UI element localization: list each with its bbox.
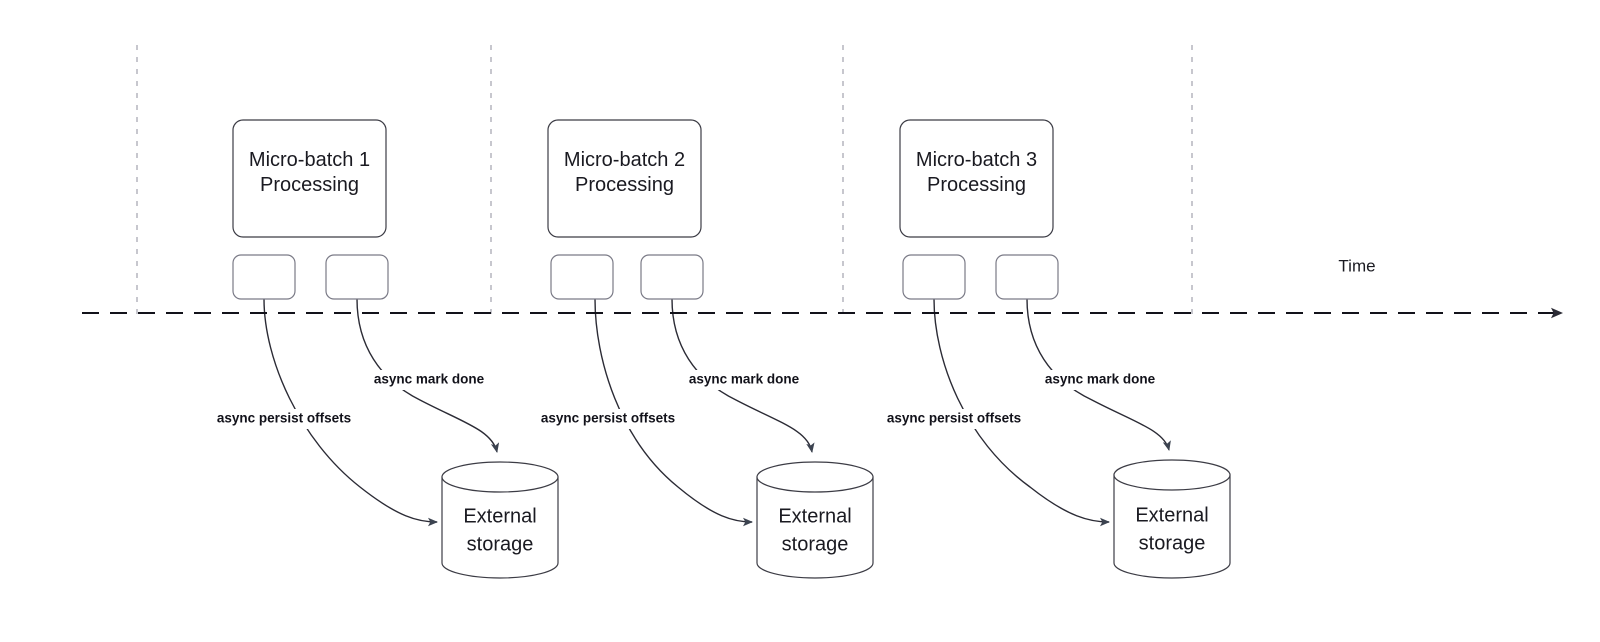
mini-box-persist-1[interactable]	[232, 254, 296, 300]
external-storage-3-line1: External	[1135, 504, 1208, 526]
external-storage-2-top	[756, 461, 874, 493]
edge-async-persist-offsets-3	[933, 298, 1110, 527]
mini-box-markdone-3[interactable]	[995, 254, 1059, 300]
time-axis-label: Time	[1338, 256, 1375, 275]
mini-box-persist-3[interactable]	[902, 254, 966, 300]
micro-batch-2-box[interactable]	[547, 119, 702, 238]
edge-async-persist-offsets-3-label-bg	[872, 409, 1036, 429]
mini-box-markdone-2[interactable]	[640, 254, 704, 300]
mini-box-markdone-1[interactable]	[325, 254, 389, 300]
edge-async-persist-offsets-2-label: async persist offsets	[541, 411, 675, 426]
micro-batch-2-box-line1: Micro-batch 2	[564, 149, 685, 171]
micro-batch-1-box-line2: Processing	[260, 174, 359, 196]
mini-box-persist-2[interactable]	[550, 254, 614, 300]
edge-async-persist-offsets-1-label-bg	[202, 409, 366, 429]
micro-batch-1-box[interactable]	[232, 119, 387, 238]
micro-batch-3-box-line1: Micro-batch 3	[916, 149, 1037, 171]
micro-batch-3-box-line2: Processing	[927, 174, 1026, 196]
edge-async-mark-done-1	[356, 298, 500, 453]
edge-async-persist-offsets-1	[263, 298, 438, 527]
edge-async-mark-done-2	[671, 298, 815, 453]
external-storage-2-line1: External	[778, 505, 851, 527]
external-storage-2-line2: storage	[782, 533, 849, 555]
external-storage-1-line1: External	[463, 505, 536, 527]
external-storage-3-body[interactable]	[1113, 474, 1231, 579]
external-storage-3-top	[1113, 459, 1231, 491]
edge-async-mark-done-2-label-bg	[684, 370, 804, 390]
edge-async-mark-done-3-label: async mark done	[1045, 372, 1156, 387]
micro-batch-3-box[interactable]	[899, 119, 1054, 238]
group-3-edges	[933, 298, 1171, 527]
external-storage-1-line2: storage	[467, 533, 534, 555]
micro-batch-2-box-line2: Processing	[575, 174, 674, 196]
edge-async-mark-done-1-label-bg	[369, 370, 489, 390]
external-storage-1-top	[441, 461, 559, 493]
tick-lines-layer	[136, 45, 1193, 318]
edge-async-persist-offsets-1-label: async persist offsets	[217, 411, 351, 426]
edge-async-mark-done-3	[1026, 298, 1171, 451]
external-storage-3-line2: storage	[1139, 532, 1206, 554]
edge-async-mark-done-1-label: async mark done	[374, 372, 485, 387]
edge-async-mark-done-2-label: async mark done	[689, 372, 800, 387]
external-storage-1-body[interactable]	[441, 476, 559, 579]
group-1-edges	[263, 298, 500, 527]
edge-async-persist-offsets-2	[594, 298, 753, 527]
group-2-edges	[594, 298, 815, 527]
edges-layer	[263, 298, 1171, 527]
nodes-layer: Micro-batch 1ProcessingExternalstorageMi…	[232, 119, 1231, 579]
edge-async-persist-offsets-2-label-bg	[526, 409, 690, 429]
edge-async-persist-offsets-3-label: async persist offsets	[887, 411, 1021, 426]
micro-batch-1-box-line1: Micro-batch 1	[249, 149, 370, 171]
edge-labels-layer: async persist offsets async mark done asyn…	[202, 370, 1160, 429]
external-storage-2-body[interactable]	[756, 476, 874, 579]
edge-async-mark-done-3-label-bg	[1040, 370, 1160, 390]
